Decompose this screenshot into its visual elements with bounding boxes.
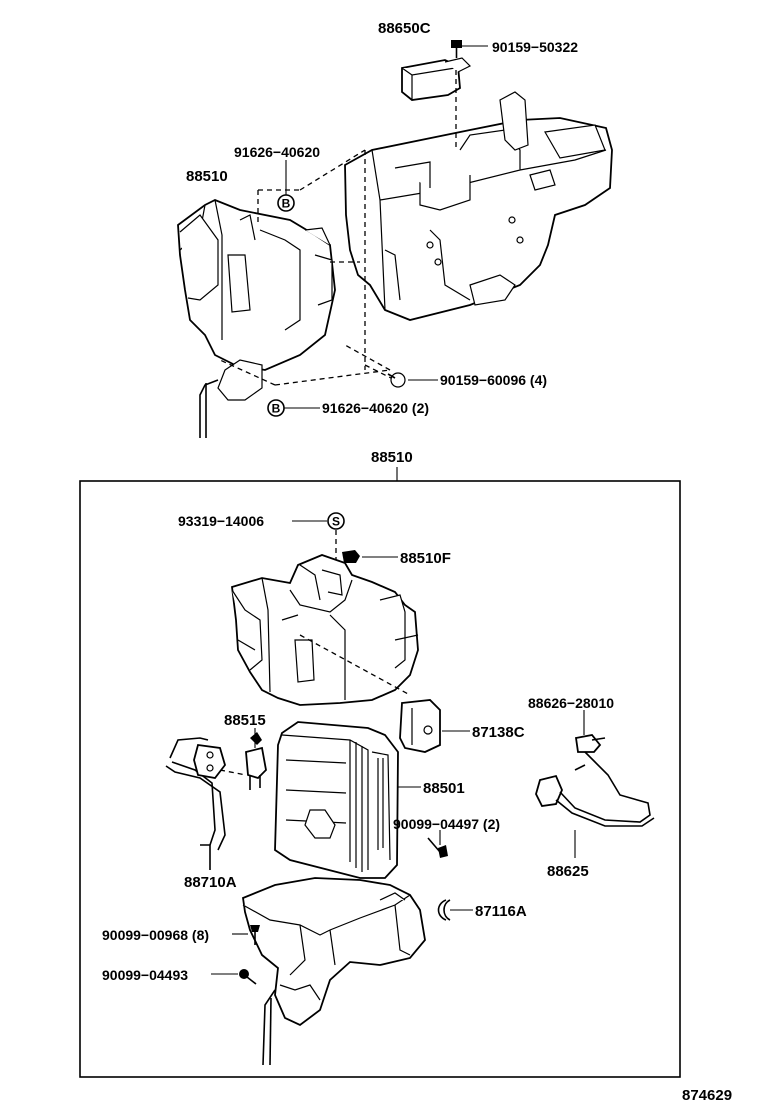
assembly-box [79, 480, 681, 1078]
label-90159-50322: 90159−50322 [492, 39, 578, 55]
evaporator-housing-top-drawing [177, 199, 336, 438]
sealer-s-text: S [332, 515, 340, 529]
clip-88510f-drawing [342, 550, 398, 563]
label-87138c: 87138C [472, 724, 525, 741]
clip-b-top-text: B [282, 197, 291, 211]
label-88626-28010: 88626−28010 [528, 695, 614, 711]
screw-90099-04497 [427, 830, 448, 858]
label-93319-14006: 93319−14006 [178, 513, 264, 529]
label-87116a: 87116A [475, 903, 527, 920]
label-91626-40620: 91626−40620 [234, 144, 320, 160]
clip-87116a-drawing [437, 899, 473, 921]
evaporator-case-upper-drawing [231, 554, 419, 706]
label-90099-00968: 90099−00968 (8) [102, 927, 209, 943]
sealer-s-symbol [327, 512, 345, 530]
screw-90159-60096 [387, 372, 406, 388]
label-88510-box: 88510 [371, 449, 413, 466]
label-88510-top: 88510 [186, 168, 228, 185]
harness-88625-drawing [535, 751, 655, 858]
label-88510f: 88510F [400, 550, 451, 567]
screw-90099-00968 [232, 925, 260, 945]
label-88625: 88625 [547, 863, 589, 880]
connector-87138c-drawing [399, 699, 470, 753]
clip-88626-28010-drawing [574, 710, 606, 753]
label-90099-04493: 90099−04493 [102, 967, 188, 983]
label-88515: 88515 [224, 712, 266, 729]
tube-88710a-drawing [165, 737, 226, 870]
evaporator-case-lower-drawing [242, 877, 426, 1066]
label-91626-40620-2: 91626−40620 (2) [322, 400, 429, 416]
clip-b-bottom-text: B [272, 402, 281, 416]
screw-90099-04493 [211, 969, 257, 985]
label-88710a: 88710A [184, 874, 237, 891]
label-90159-60096: 90159−60096 (4) [440, 372, 547, 388]
heater-housing-drawing [344, 91, 613, 321]
label-88501: 88501 [423, 780, 465, 797]
evaporator-core-88501-drawing [274, 721, 421, 879]
label-88650c: 88650C [378, 20, 431, 37]
reference-number: 874629 [682, 1087, 732, 1104]
label-90099-04497: 90099−04497 (2) [393, 816, 500, 832]
sensor-88515-drawing [219, 728, 267, 790]
resistor-88650c-drawing [401, 40, 472, 101]
top-guide-lines [219, 149, 396, 386]
